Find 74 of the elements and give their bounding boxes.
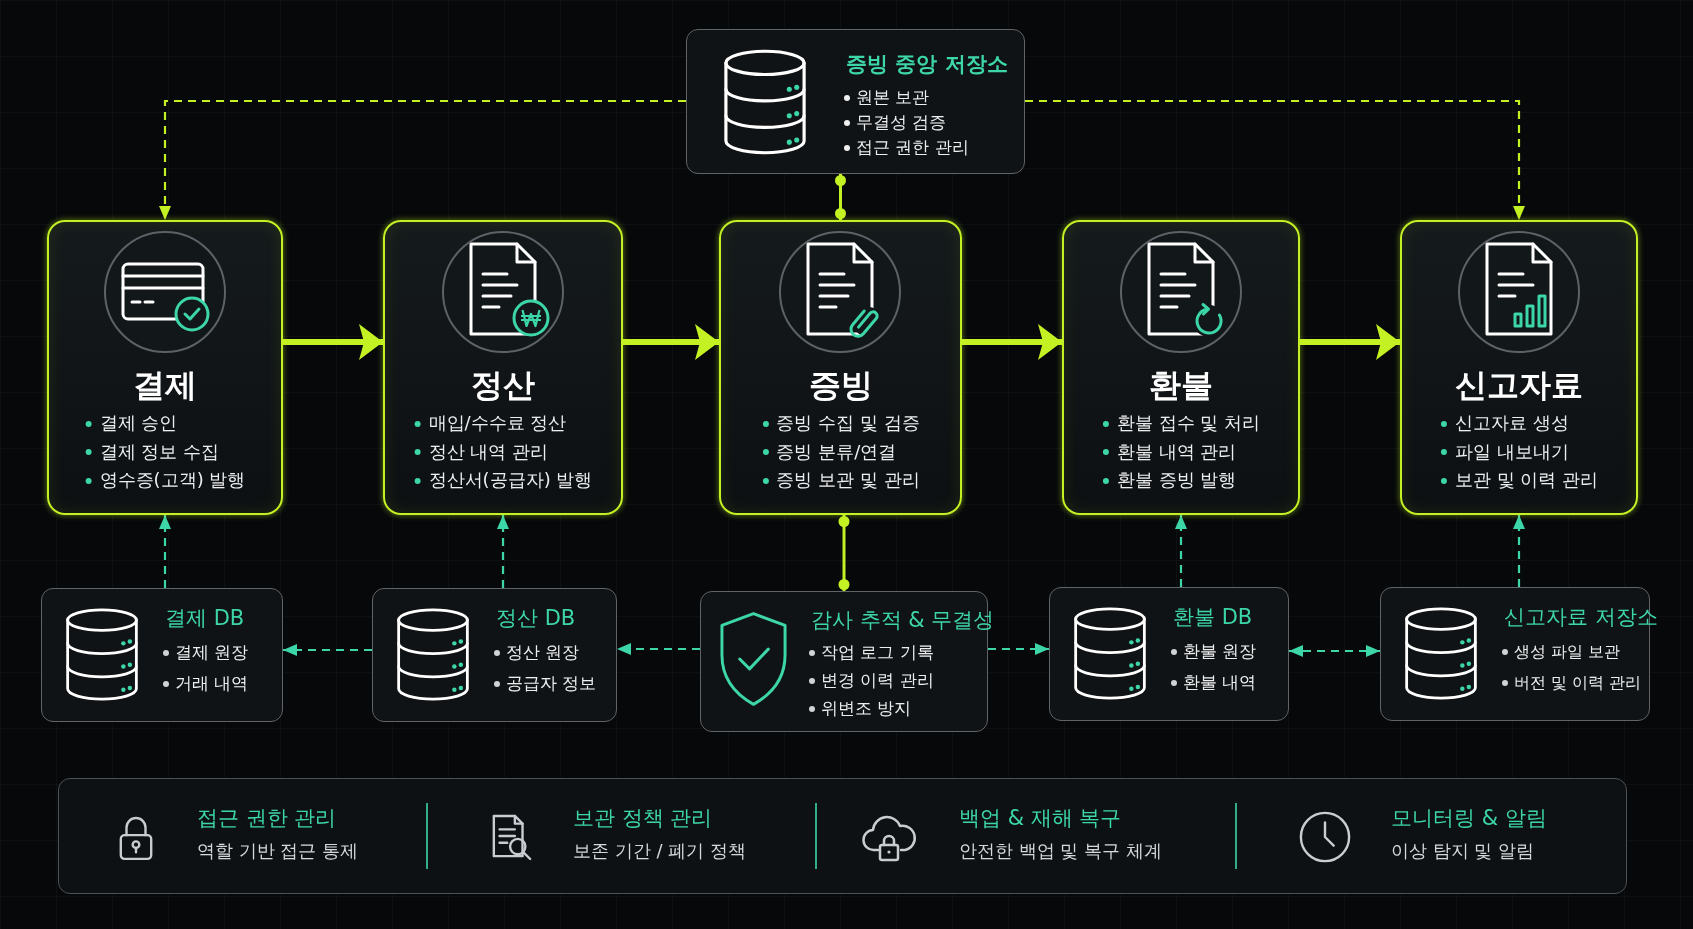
bullet-item: 환불 원장	[1170, 640, 1257, 663]
bullet-item: 증빙 보관 및 관리	[761, 469, 920, 492]
double-arrow	[1289, 645, 1380, 657]
storage-box	[41, 588, 283, 722]
arrow	[497, 515, 509, 588]
box-title: 증빙	[808, 365, 873, 405]
process-box	[1400, 220, 1638, 515]
bullet-item: 보관 및 이력 관리	[1439, 469, 1599, 492]
arrow	[1175, 515, 1187, 587]
storage-box	[686, 29, 1025, 174]
bullet-item: 환불 접수 및 처리	[1101, 412, 1261, 435]
feature-description: 이상 탐지 및 알림	[1391, 840, 1535, 863]
bullet-item: 원본 보관	[843, 86, 930, 109]
bullet-item: 작업 로그 기록	[808, 641, 934, 664]
bullet-item: 신고자료 생성	[1439, 412, 1569, 435]
arrow	[1513, 515, 1525, 587]
bullet-item: 위변조 방지	[808, 697, 912, 720]
process-box	[1062, 220, 1300, 515]
arrow	[1300, 324, 1400, 360]
bullet-item: 증빙 수집 및 검증	[761, 412, 920, 435]
bullet-item: 정산 원장	[493, 641, 580, 664]
box-title: 결제	[133, 365, 197, 405]
bullet-item: 증빙 분류/연결	[761, 440, 897, 464]
bullet-item: 파일 내보내기	[1439, 440, 1569, 464]
box-title: 신고자료	[1455, 365, 1583, 405]
bullet-item: 접근 권한 관리	[843, 136, 969, 159]
bullet-item: 영수증(고객) 발행	[84, 469, 246, 492]
connector-line	[835, 174, 846, 220]
bullet-item: 버전 및 이력 관리	[1501, 672, 1642, 693]
bullet-item: 공급자 정보	[493, 672, 597, 695]
arrow	[283, 324, 383, 360]
feature-description: 역할 기반 접근 통제	[197, 840, 359, 863]
box-title: 신고자료 저장소	[1504, 604, 1658, 631]
bullet-item: 거래 내역	[162, 672, 249, 695]
feature-description: 보존 기간 / 폐기 정책	[573, 840, 746, 863]
box-title: 결제 DB	[165, 605, 245, 632]
box-title: 감사 추적 & 무결성	[811, 607, 995, 634]
process-box	[383, 220, 623, 515]
bullet-item: 매입/수수료 정산	[413, 412, 567, 435]
connector-line	[838, 515, 850, 591]
feature-title: 접근 권한 관리	[197, 804, 337, 831]
footer-panel	[58, 778, 1627, 894]
arrow	[988, 643, 1049, 655]
box-title: 환불	[1149, 365, 1213, 405]
process-box	[47, 220, 283, 515]
arrow	[159, 515, 171, 588]
bullet-item: 정산서(공급자) 발행	[413, 469, 593, 492]
feature-title: 백업 & 재해 복구	[959, 804, 1122, 831]
feature-title: 모니터링 & 알림	[1391, 804, 1547, 831]
arrow	[283, 644, 372, 656]
arrow	[159, 99, 686, 220]
process-box	[719, 220, 962, 515]
bullet-item: 결제 원장	[162, 641, 249, 664]
bullet-item: 결제 정보 수집	[84, 440, 220, 464]
bullet-item: 변경 이력 관리	[808, 669, 934, 692]
arrow	[623, 324, 719, 360]
arrow	[1025, 99, 1525, 220]
box-title: 환불 DB	[1173, 604, 1253, 631]
arrow	[617, 643, 700, 655]
bullet-item: 정산 내역 관리	[413, 440, 549, 464]
bullet-item: 환불 증빙 발행	[1101, 469, 1237, 492]
bullet-item: 생성 파일 보관	[1501, 641, 1621, 662]
feature-title: 보관 정책 관리	[573, 804, 713, 831]
box-title: 정산	[471, 365, 535, 405]
box-title: 증빙 중앙 저장소	[846, 51, 1008, 78]
bullet-item: 무결성 검증	[843, 111, 947, 134]
feature-description: 안전한 백업 및 복구 체계	[959, 840, 1162, 863]
bullet-item: 환불 내역	[1170, 671, 1257, 694]
arrow	[962, 324, 1062, 360]
bullet-item: 환불 내역 관리	[1101, 440, 1237, 464]
box-title: 정산 DB	[496, 605, 576, 632]
storage-box	[372, 588, 617, 722]
bullet-item: 결제 승인	[84, 412, 178, 435]
storage-box	[1049, 587, 1289, 721]
